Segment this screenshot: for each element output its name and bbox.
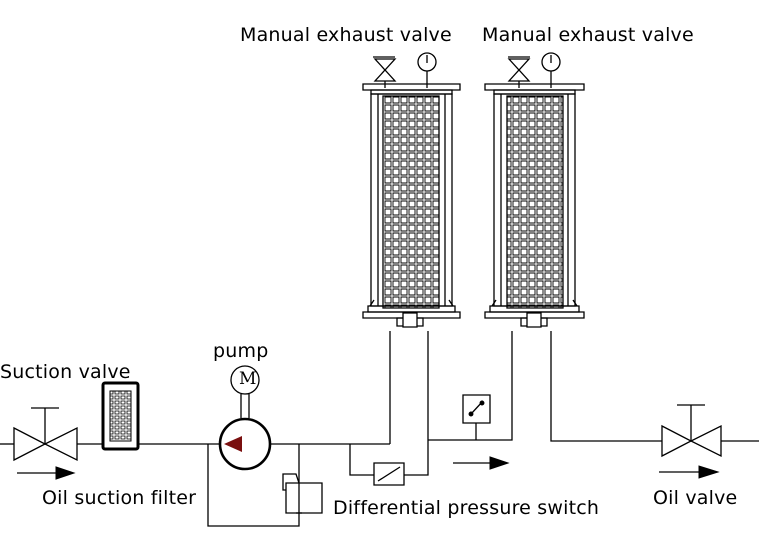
- filter-housing-1: [363, 53, 460, 327]
- gauge-icon: [542, 53, 560, 88]
- flow-arrow-icon: [453, 457, 508, 469]
- motor-icon: [231, 366, 259, 394]
- oil-valve-label: Oil valve: [653, 487, 738, 509]
- exhaust-valve-label-right: Manual exhaust valve: [482, 24, 694, 46]
- motor-label: M: [239, 369, 257, 389]
- outlet-pipe: [551, 331, 662, 441]
- differential-pressure-switch-icon: [374, 463, 404, 485]
- main-pipe: [0, 331, 390, 444]
- suction-valve-icon: [14, 408, 77, 460]
- pump-label: pump: [213, 340, 269, 362]
- flow-arrow-icon: [17, 467, 74, 479]
- flow-arrow-icon: [659, 466, 718, 478]
- switch-icon: [463, 395, 490, 423]
- pump-icon: [220, 394, 270, 469]
- bypass-pipe: [208, 444, 299, 526]
- oil-suction-filter-label: Oil suction filter: [42, 487, 197, 509]
- oil-suction-filter-icon: [103, 383, 138, 449]
- exhaust-valve-icon: [508, 57, 530, 88]
- suction-valve-label: Suction valve: [0, 361, 131, 383]
- exhaust-valve-label-left: Manual exhaust valve: [240, 24, 452, 46]
- dp-switch-pipe: [350, 331, 428, 475]
- relief-valve-icon: [283, 474, 322, 513]
- filter-housing-2: [485, 53, 584, 327]
- oil-valve-icon: [662, 405, 721, 456]
- mid-pipe: [428, 331, 512, 440]
- gauge-icon: [418, 53, 436, 88]
- differential-pressure-switch-label: Differential pressure switch: [333, 497, 600, 519]
